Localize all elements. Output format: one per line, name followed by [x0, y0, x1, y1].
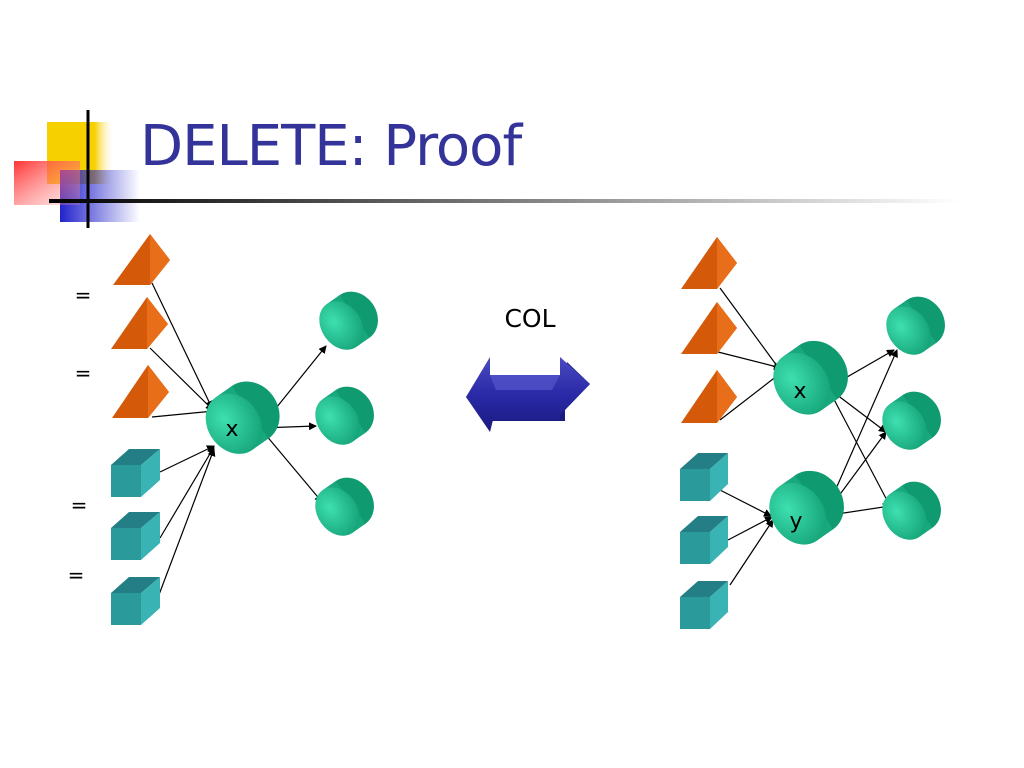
output-node: [315, 386, 374, 445]
edge: [827, 387, 891, 507]
equals-mark: =: [75, 283, 92, 307]
cube-shape: [680, 516, 728, 564]
prism-shape: [111, 297, 168, 349]
edge: [159, 445, 215, 473]
edge: [151, 282, 213, 409]
node-y: [769, 470, 844, 545]
col-label: COL: [504, 304, 555, 333]
node-x: [205, 381, 280, 454]
equals-mark: =: [75, 361, 92, 385]
output-node: [886, 296, 945, 355]
left-diagram: x = = = =: [68, 234, 378, 625]
edge: [156, 448, 216, 601]
cube-shape: [111, 449, 160, 497]
node-y-label: y: [789, 509, 802, 534]
output-node: [882, 391, 941, 450]
edge: [719, 371, 783, 421]
edge: [259, 427, 323, 503]
output-node: [315, 477, 374, 536]
cube-shape: [680, 581, 728, 629]
logo-mark: [14, 110, 959, 228]
node-x: [773, 340, 848, 415]
edge: [719, 287, 781, 371]
right-diagram: x y: [680, 237, 945, 629]
output-node: [319, 291, 378, 350]
prism-shape: [681, 302, 737, 354]
edge: [719, 489, 772, 517]
edge: [729, 519, 774, 586]
prism-shape: [681, 237, 737, 289]
cube-shape: [680, 453, 728, 501]
col-transform: COL: [466, 304, 590, 432]
prism-shape: [112, 365, 169, 418]
edge: [149, 347, 214, 411]
cube-shape: [111, 577, 160, 625]
edge: [159, 446, 215, 539]
edge: [717, 351, 782, 371]
output-node: [882, 481, 941, 540]
double-arrow-icon: [466, 357, 590, 432]
edge: [151, 407, 215, 418]
prism-shape: [113, 234, 170, 285]
edge: [727, 516, 773, 541]
page-title: DELETE: Proof: [140, 114, 522, 179]
node-x-label: x: [225, 417, 238, 442]
cube-shape: [111, 512, 160, 560]
prism-shape: [681, 370, 737, 423]
node-x-label: x: [793, 379, 806, 404]
equals-mark: =: [71, 493, 88, 517]
equals-mark: =: [68, 563, 85, 587]
